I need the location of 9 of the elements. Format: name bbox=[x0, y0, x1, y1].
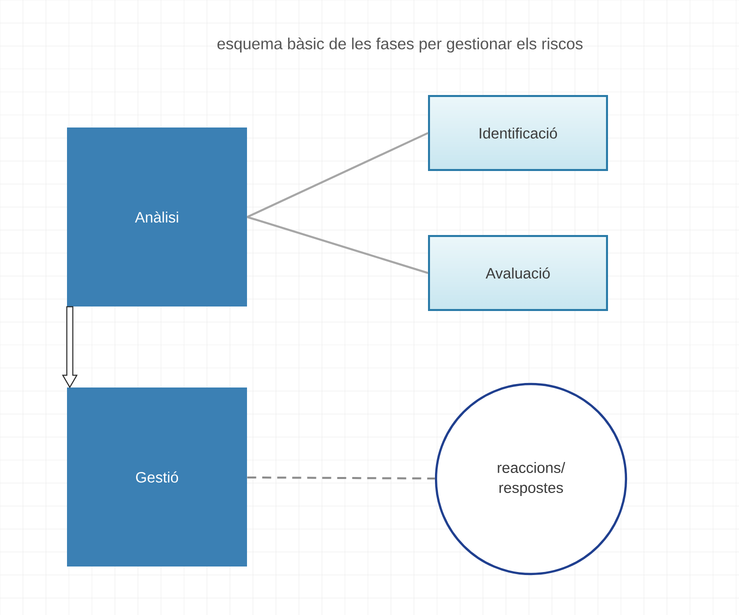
step-box: Identificació bbox=[428, 95, 608, 171]
connector-line bbox=[246, 216, 428, 274]
diagram-title: esquema bàsic de les fases per gestionar els riscos bbox=[217, 37, 583, 53]
process-box: Anàlisi bbox=[67, 128, 247, 306]
connector-line bbox=[247, 476, 435, 480]
process-box: Gestió bbox=[67, 388, 247, 566]
hollow-arrow bbox=[62, 306, 78, 388]
step-box: Avaluació bbox=[428, 235, 608, 311]
connector-line bbox=[246, 132, 428, 218]
